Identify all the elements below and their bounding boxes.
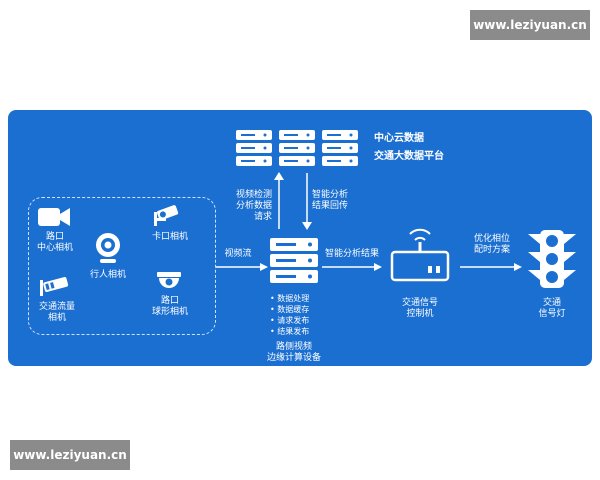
edge-function-item: 请求发布 [270,315,340,326]
watermark-bottom: www.leziyuan.cn [10,440,130,470]
router-icon [390,222,450,284]
edge-function-item: 结果发布 [270,326,340,337]
pedestrian-camera-label: 行人相机 [89,270,126,280]
center-camera-label: 路口 中心相机 [36,232,73,253]
down-link-label: 智能分析 结果回传 [312,190,349,211]
down-arrow [302,173,312,230]
video-stream-label: 视频流 [224,249,252,259]
dome-camera-label: 路口 球形相机 [151,296,188,317]
edge-device-label: 路侧视频 边缘计算设备 [266,342,321,363]
video-stream-arrow [216,263,268,271]
server-stack-icon [270,238,318,284]
analysis-result-arrow [322,263,382,271]
video-camera-icon [38,206,70,228]
edge-function-list: 数据处理 数据缓存 请求发布 结果发布 [270,293,340,337]
controller-label: 交通信号 控制机 [401,298,438,319]
flow-camera-label: 交通流量 相机 [38,302,75,323]
dome-camera-icon [156,272,182,294]
checkpoint-camera-label: 卡口相机 [151,232,188,242]
bullet-camera-icon [38,276,70,298]
webcam-icon [94,232,122,266]
cloud-server-icon [236,130,360,170]
cloud-subtitle: 交通大数据平台 [374,151,444,162]
up-link-label: 视频检测 分析数据 请求 [235,190,272,222]
optimize-arrow [460,263,522,271]
optimize-label: 优化相位 配时方案 [473,234,510,255]
cctv-camera-icon [152,204,182,228]
camera-group [28,197,216,335]
diagram-panel: 中心云数据 交通大数据平台 视频检测 分析数据 请求 智能分析 结果回传 路口 … [8,110,592,366]
traffic-light-label: 交通 信号灯 [538,298,566,319]
edge-function-item: 数据缓存 [270,304,340,315]
traffic-light-icon [528,230,576,288]
cloud-title: 中心云数据 [374,133,424,144]
watermark-top: www.leziyuan.cn [470,10,590,40]
up-arrow [274,172,284,229]
analysis-result-label: 智能分析结果 [324,249,379,259]
edge-function-item: 数据处理 [270,293,340,304]
